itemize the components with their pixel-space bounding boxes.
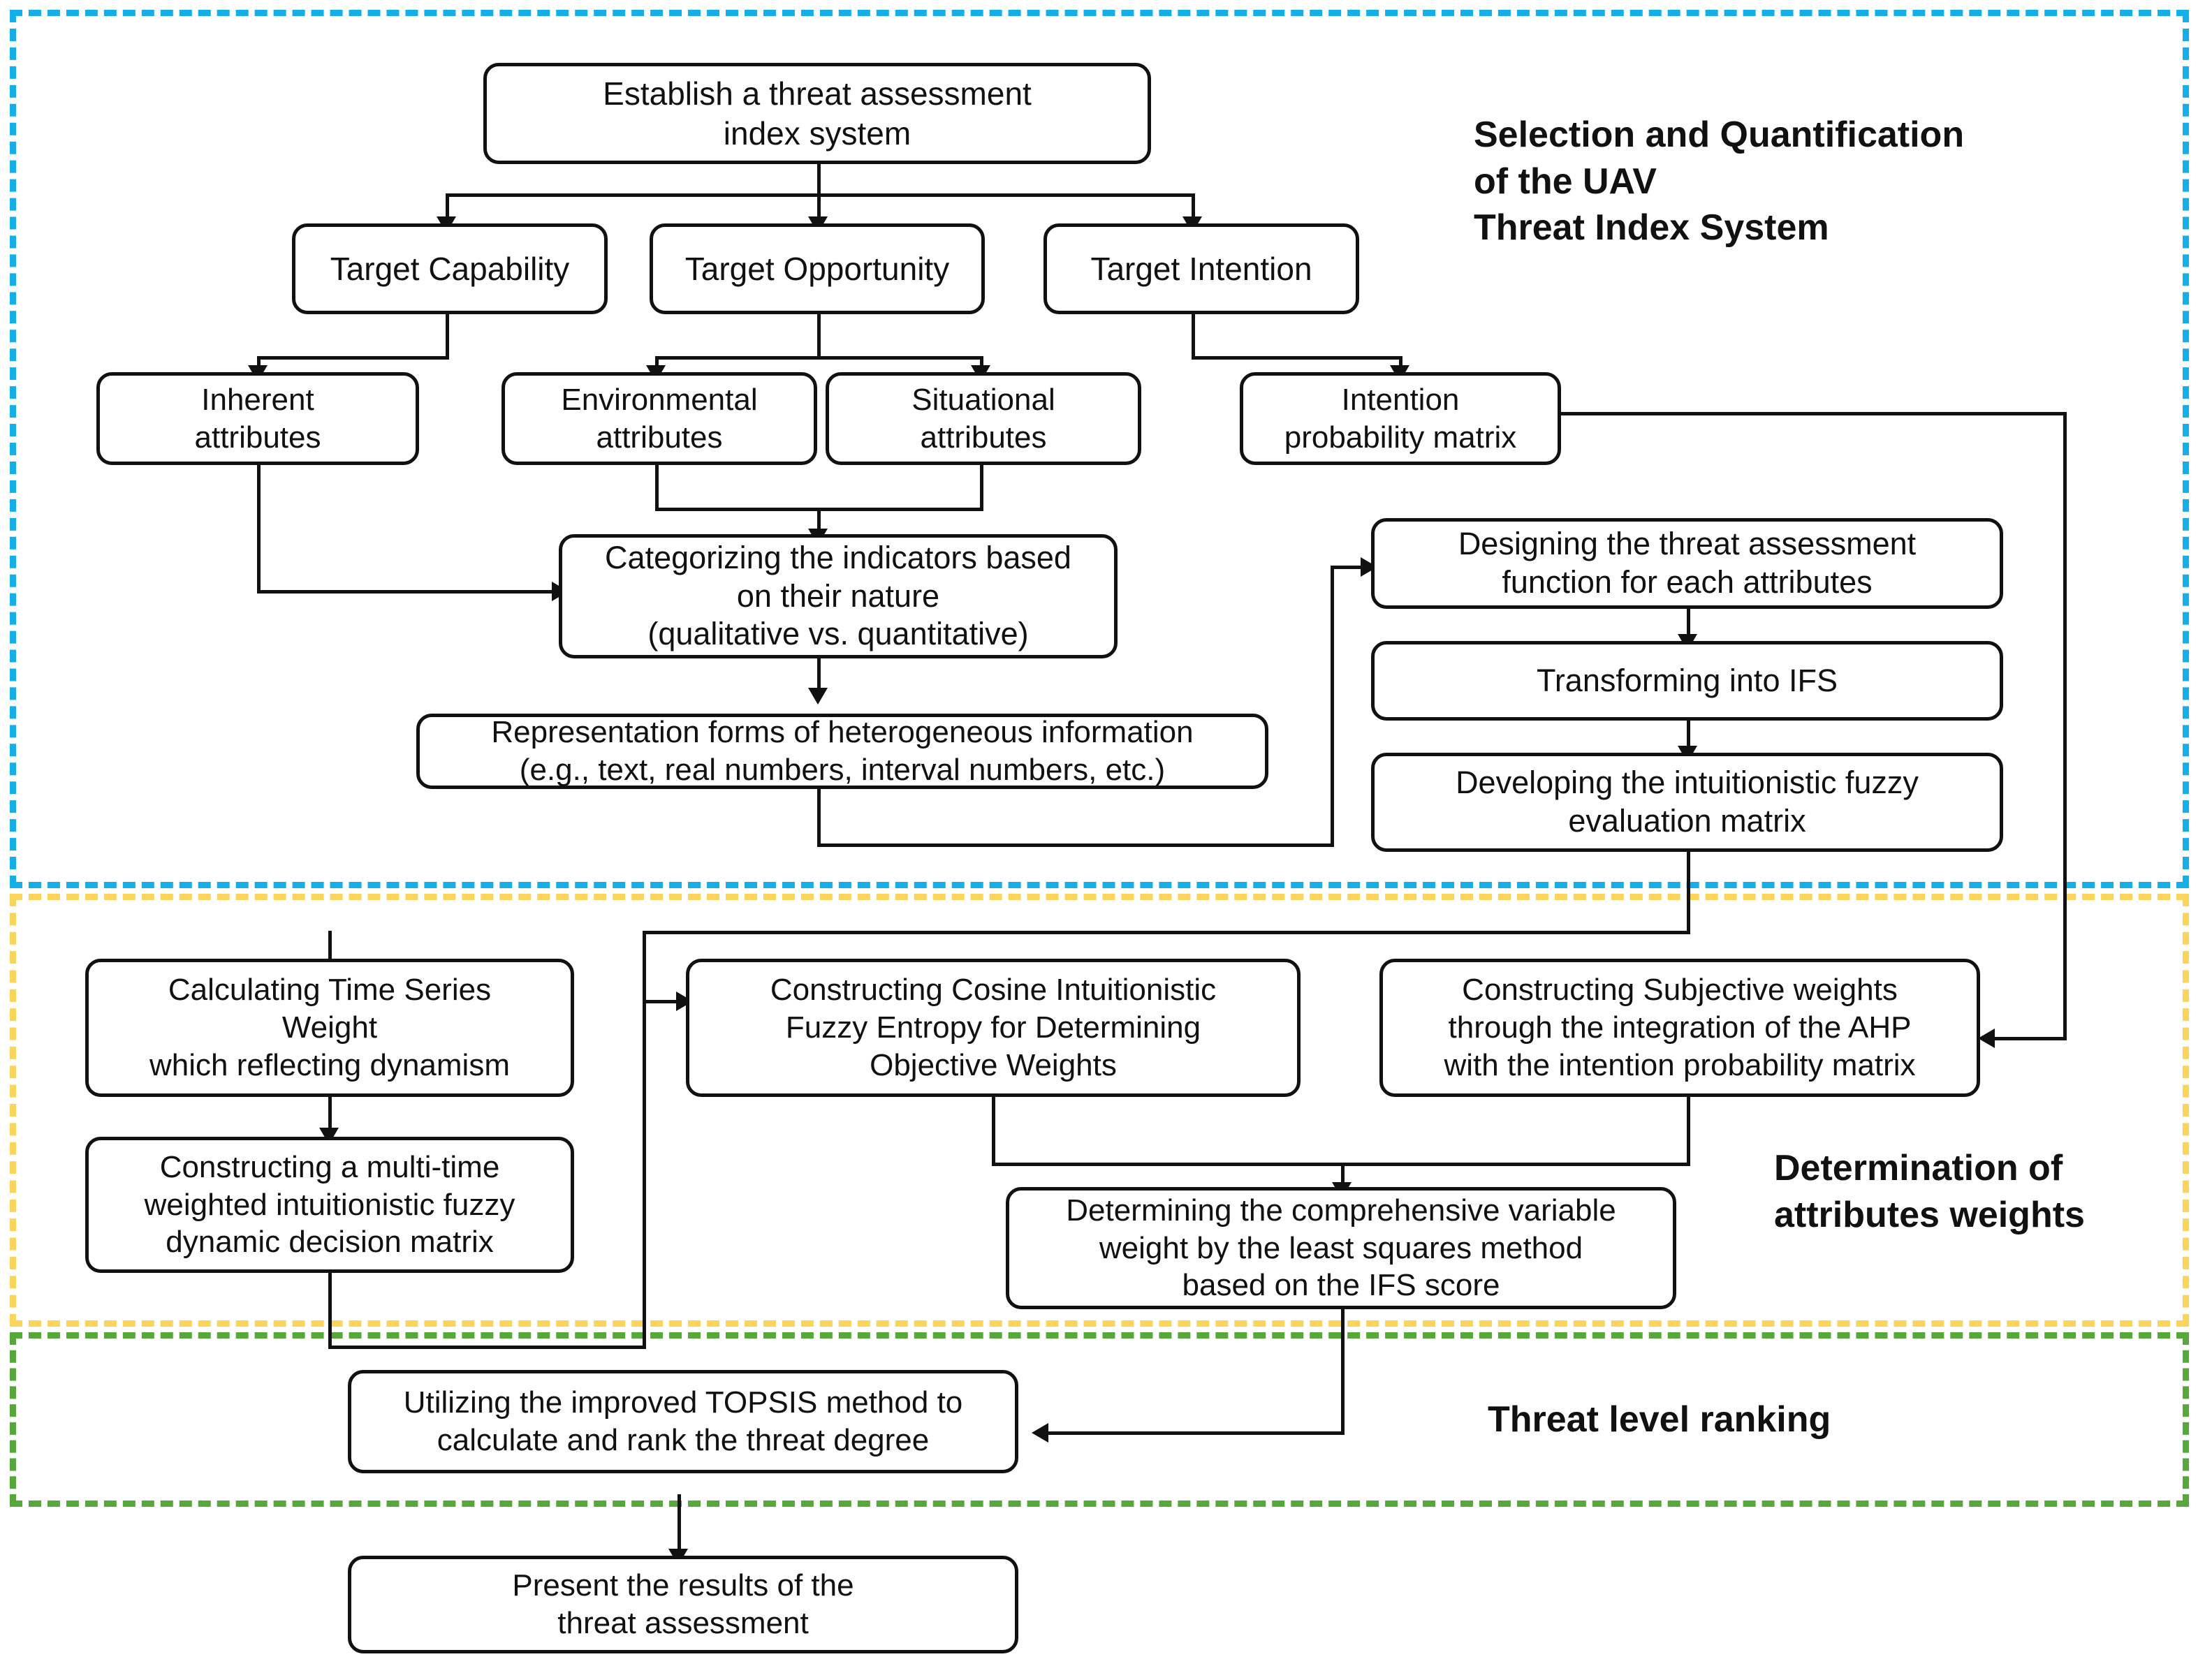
connector-developing-left-bus: [643, 931, 1690, 934]
connector-inherent-right: [257, 590, 561, 594]
connector-bus-to-capability: [446, 193, 449, 221]
node-establish-index-system[interactable]: Establish a threat assessment index syst…: [483, 63, 1151, 164]
node-inherent-attributes[interactable]: Inherent attributes: [96, 372, 419, 465]
connector-timeseries-down: [328, 1096, 332, 1137]
connector-intention-to-matrix: [1399, 356, 1402, 370]
connector-loop-up: [1331, 566, 1334, 845]
connector-topsis-down: [677, 1494, 681, 1557]
connector-situational-down: [980, 465, 983, 511]
connector-matrix-into-subjective: [1994, 1037, 2067, 1040]
zone-selection-quantification: [10, 10, 2189, 888]
connector-environmental-down: [655, 465, 659, 511]
node-representation-forms[interactable]: Representation forms of heterogeneous in…: [416, 714, 1268, 789]
connector-bus-to-opportunity: [817, 193, 821, 221]
connector-matrix-far-right-down: [2063, 412, 2067, 1040]
connector-loop-into-designing: [1331, 566, 1371, 569]
connector-designing-down: [1687, 607, 1690, 642]
zone-threat-level-ranking: [10, 1332, 2189, 1507]
connector-bus-to-intention: [1192, 193, 1195, 221]
arrow-into-topsis: [1032, 1423, 1048, 1443]
node-subjective-weights-ahp[interactable]: Constructing Subjective weights through …: [1379, 959, 1980, 1097]
zone-title-selection: Selection and Quantification of the UAV …: [1474, 115, 1965, 249]
connector-matrix-right: [1549, 412, 2066, 415]
connector-developing-down: [1687, 850, 1690, 934]
node-target-capability[interactable]: Target Capability: [292, 223, 608, 314]
connector-opportunity-bus: [655, 356, 983, 360]
node-target-intention[interactable]: Target Intention: [1043, 223, 1359, 314]
node-target-opportunity[interactable]: Target Opportunity: [650, 223, 985, 314]
connector-establish-down: [817, 161, 821, 193]
node-categorizing-indicators[interactable]: Categorizing the indicators based on the…: [559, 534, 1118, 658]
connector-multitime-right: [328, 1346, 646, 1349]
connector-opportunity-down: [817, 311, 821, 356]
connector-transforming-down: [1687, 719, 1690, 754]
node-transforming-into-ifs[interactable]: Transforming into IFS: [1371, 641, 2003, 721]
zone-title-ranking: Threat level ranking: [1488, 1399, 1831, 1440]
node-cosine-fuzzy-entropy[interactable]: Constructing Cosine Intuitionistic Fuzzy…: [686, 959, 1301, 1097]
arrow-to-representation: [808, 688, 828, 705]
connector-bus-drop-cosine: [643, 931, 646, 1001]
connector-comprehensive-left: [1048, 1431, 1345, 1435]
zone-title-weights: Determination of attributes weights: [1774, 1148, 2085, 1235]
connector-subjective-down: [1687, 1096, 1690, 1166]
connector-representation-right: [817, 843, 1334, 847]
connector-capability-down: [446, 311, 449, 356]
connector-comprehensive-down: [1341, 1306, 1345, 1435]
node-developing-evaluation-matrix[interactable]: Developing the intuitionistic fuzzy eval…: [1371, 753, 2003, 852]
connector-capability-to-inherent: [257, 356, 261, 370]
node-environmental-attributes[interactable]: Environmental attributes: [501, 372, 817, 465]
connector-capability-bus: [257, 356, 449, 360]
zone-determination-weights: [10, 894, 2189, 1327]
node-intention-probability-matrix[interactable]: Intention probability matrix: [1240, 372, 1561, 465]
node-situational-attributes[interactable]: Situational attributes: [826, 372, 1141, 465]
connector-cosine-down: [992, 1096, 995, 1166]
node-improved-topsis[interactable]: Utilizing the improved TOPSIS method to …: [348, 1370, 1018, 1473]
connector-multitime-down: [328, 1272, 332, 1349]
connector-opp-to-environmental: [655, 356, 659, 370]
connector-intention-down: [1192, 311, 1195, 356]
connector-multitime-up: [643, 1000, 646, 1349]
node-present-results[interactable]: Present the results of the threat assess…: [348, 1556, 1018, 1653]
connector-into-cosine: [643, 1000, 686, 1003]
connector-merge-to-comprehensive: [1341, 1163, 1345, 1189]
connector-merge-to-categorize: [817, 508, 821, 534]
node-designing-assessment-function[interactable]: Designing the threat assessment function…: [1371, 518, 2003, 609]
node-calculating-time-series-weight[interactable]: Calculating Time Series Weight which ref…: [85, 959, 574, 1097]
connector-intention-bus: [1192, 356, 1402, 360]
connector-categorize-down: [817, 658, 821, 696]
connector-opp-to-situational: [980, 356, 983, 370]
connector-inherent-down: [257, 465, 261, 594]
connector-representation-down: [817, 788, 821, 847]
arrow-into-subjective: [1978, 1029, 1995, 1048]
node-multi-time-decision-matrix[interactable]: Constructing a multi-time weighted intui…: [85, 1137, 574, 1273]
node-comprehensive-variable-weight[interactable]: Determining the comprehensive variable w…: [1006, 1187, 1676, 1309]
